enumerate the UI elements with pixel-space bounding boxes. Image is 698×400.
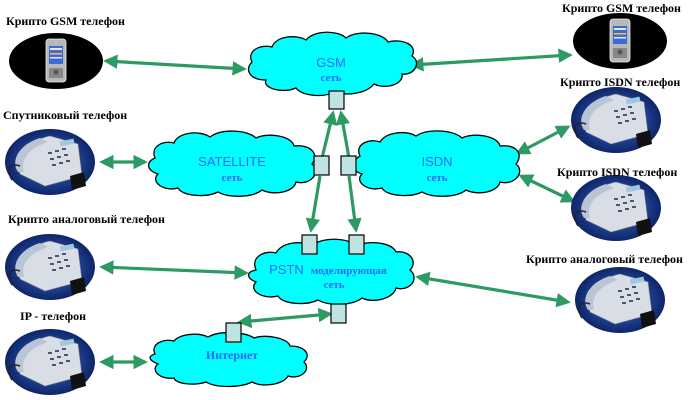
network-pstn: PSTN моделирующая сеть bbox=[247, 238, 415, 305]
network-title: SATELLITE bbox=[198, 154, 266, 169]
link-isdn-1 bbox=[515, 125, 571, 155]
desk-phone-icon bbox=[4, 128, 96, 196]
network-title-group: PSTN моделирующая bbox=[269, 261, 387, 278]
network-title: PSTN bbox=[269, 262, 304, 277]
gateways bbox=[225, 90, 365, 343]
device-ip-phone: IP - телефон bbox=[4, 309, 96, 396]
device-label: Крипто GSM телефон bbox=[562, 1, 681, 15]
network-internet: Интернет bbox=[149, 331, 308, 388]
device-isdn-1: Крипто ISDN телефон bbox=[560, 75, 680, 154]
device-label: Крипто ISDN телефон bbox=[557, 165, 677, 179]
device-isdn-2: Крипто ISDN телефон bbox=[557, 165, 677, 242]
network-gsm: GSM сеть bbox=[247, 31, 418, 97]
device-analog-left: Крипто аналоговый телефон bbox=[4, 212, 165, 301]
network-title: ISDN bbox=[421, 154, 452, 169]
gateway-pstn-bottom bbox=[330, 303, 347, 324]
link-analog-right bbox=[415, 271, 571, 308]
desk-phone-icon bbox=[4, 328, 96, 396]
gateway-pstn-right bbox=[348, 234, 365, 255]
link-isdn-pstn bbox=[347, 175, 362, 233]
network-subtitle: сеть bbox=[323, 279, 344, 291]
device-label: Крипто аналоговый телефон bbox=[8, 212, 165, 226]
desk-phone-icon bbox=[570, 86, 662, 154]
desk-phone-icon bbox=[4, 233, 96, 301]
gateway-pstn-left bbox=[301, 234, 318, 255]
network-title: Интернет bbox=[206, 348, 258, 362]
link-analog-left bbox=[99, 260, 249, 280]
link-gsm-left bbox=[103, 54, 247, 76]
link-pstn-internet bbox=[237, 307, 333, 329]
gateway-satellite bbox=[313, 155, 330, 176]
network-subtitle: сеть bbox=[320, 72, 341, 84]
network-isdn: ISDN сеть bbox=[352, 130, 521, 197]
device-label: Крипто ISDN телефон bbox=[560, 75, 680, 89]
device-satellite-phone: Спутниковый телефон bbox=[3, 108, 127, 196]
link-gsm-right bbox=[409, 48, 573, 72]
gateway-gsm bbox=[328, 90, 345, 110]
desk-phone-icon bbox=[570, 174, 662, 242]
device-label: Крипто аналоговый телефон bbox=[526, 252, 683, 266]
desk-phone-icon bbox=[574, 266, 666, 334]
gateway-internet bbox=[225, 322, 242, 343]
mobile-phone-icon bbox=[572, 12, 668, 70]
device-label: Спутниковый телефон bbox=[3, 108, 127, 122]
network-subtitle: сеть bbox=[426, 172, 447, 184]
link-isdn-2 bbox=[518, 174, 576, 203]
mobile-phone-icon bbox=[8, 32, 104, 90]
network-title: GSM bbox=[316, 55, 346, 70]
device-gsm-left: Крипто GSM телефон bbox=[6, 14, 125, 90]
gateway-isdn bbox=[340, 155, 357, 176]
device-gsm-right: Крипто GSM телефон bbox=[562, 1, 681, 70]
network-title-suffix: моделирующая bbox=[311, 265, 387, 277]
network-satellite: SATELLITE сеть bbox=[147, 130, 317, 197]
link-satellite-pstn bbox=[305, 175, 322, 233]
network-subtitle: сеть bbox=[221, 172, 242, 184]
device-label: Крипто GSM телефон bbox=[6, 14, 125, 28]
link-satellite-gsm bbox=[320, 110, 338, 159]
device-label: IP - телефон bbox=[20, 309, 86, 323]
links bbox=[99, 48, 576, 370]
link-isdn-gsm bbox=[335, 110, 351, 159]
device-analog-right: Крипто аналоговый телефон bbox=[526, 252, 683, 334]
